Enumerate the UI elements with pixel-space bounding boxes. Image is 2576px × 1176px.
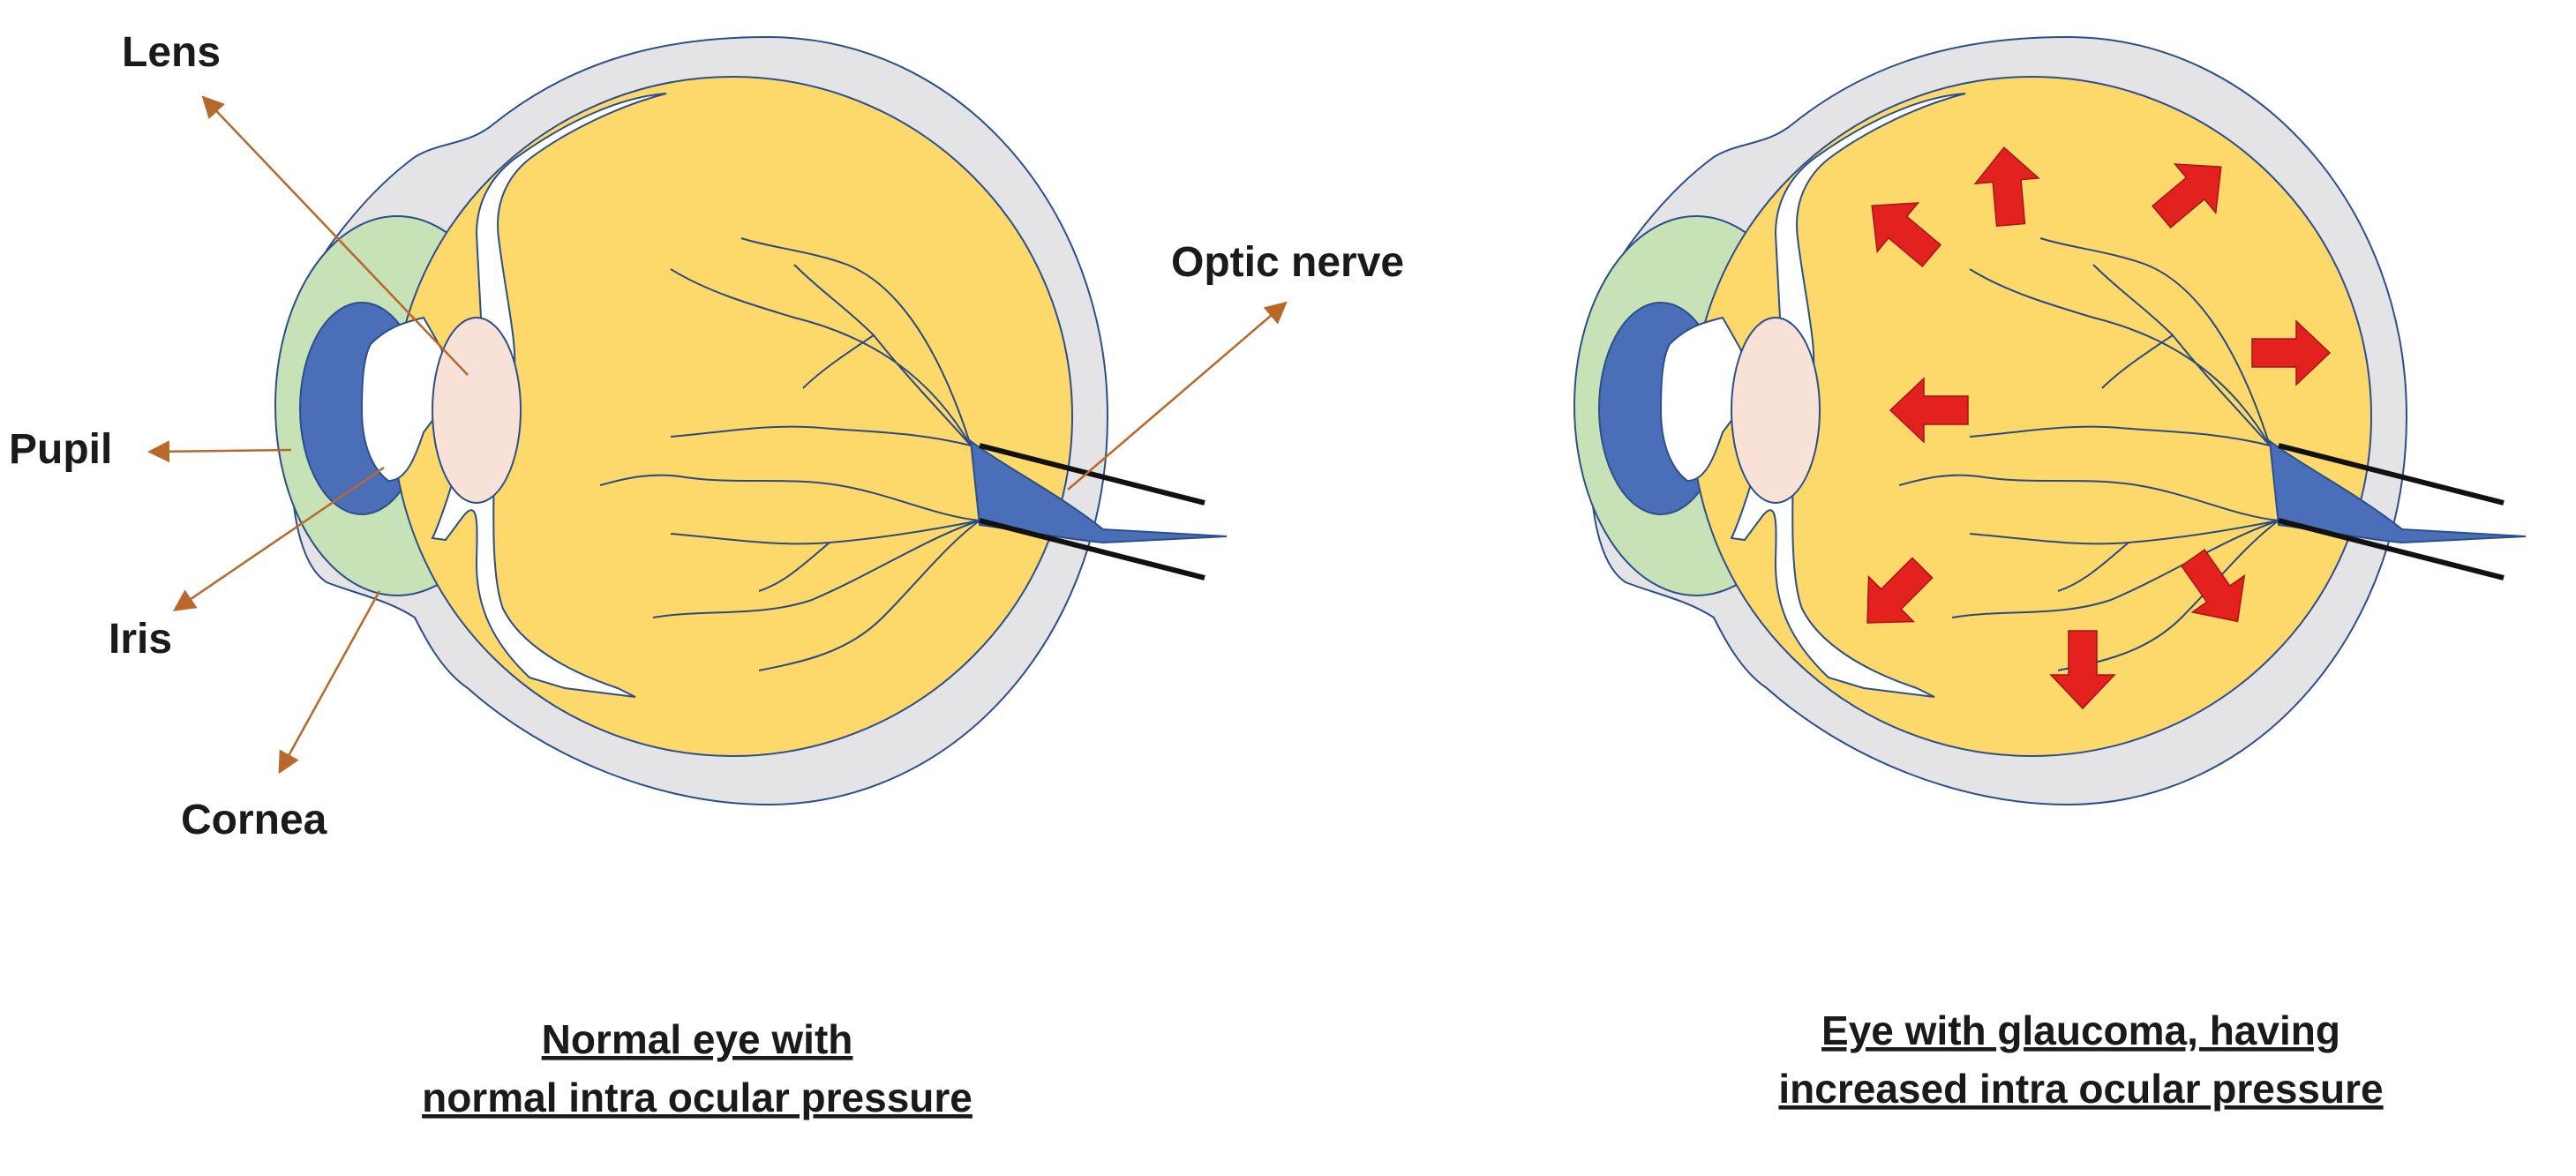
iris-label: Iris xyxy=(109,616,172,663)
normal-eye-caption-line2: normal intra ocular pressure xyxy=(422,1075,973,1120)
pressure-arrow-icon xyxy=(1871,202,1941,268)
pressure-arrow-icon xyxy=(1973,146,2040,228)
pressure-arrow-icon xyxy=(1889,377,1969,444)
glaucoma-eye-caption-line2: increased intra ocular pressure xyxy=(1778,1066,2383,1112)
glaucoma-eye-caption-line1: Eye with glaucoma, having xyxy=(1821,1007,2340,1053)
normal-eye-caption-line1: Normal eye with xyxy=(542,1016,853,1062)
normal-eye-illustration xyxy=(275,37,1227,805)
glaucoma-eye-illustration xyxy=(1574,37,2526,805)
pressure-arrow-icon xyxy=(2180,549,2246,623)
cornea-label: Cornea xyxy=(181,797,327,843)
pupil-pointer xyxy=(147,440,292,463)
optic-nerve-pointer xyxy=(1067,301,1288,491)
pressure-arrow-icon xyxy=(1866,557,1934,624)
lens-pointer xyxy=(201,95,469,376)
pupil-label: Pupil xyxy=(9,426,112,473)
optic-nerve-label: Optic nerve xyxy=(1171,239,1404,286)
pressure-arrow-icon xyxy=(2049,630,2116,710)
pressure-arrows xyxy=(1866,146,2332,710)
pressure-arrow-icon xyxy=(2251,319,2332,386)
cornea-pointer xyxy=(278,590,381,775)
pressure-arrow-icon xyxy=(2152,163,2222,229)
lens-label: Lens xyxy=(122,29,221,76)
iris-pointer xyxy=(172,466,385,611)
label-pointers xyxy=(147,95,1288,775)
